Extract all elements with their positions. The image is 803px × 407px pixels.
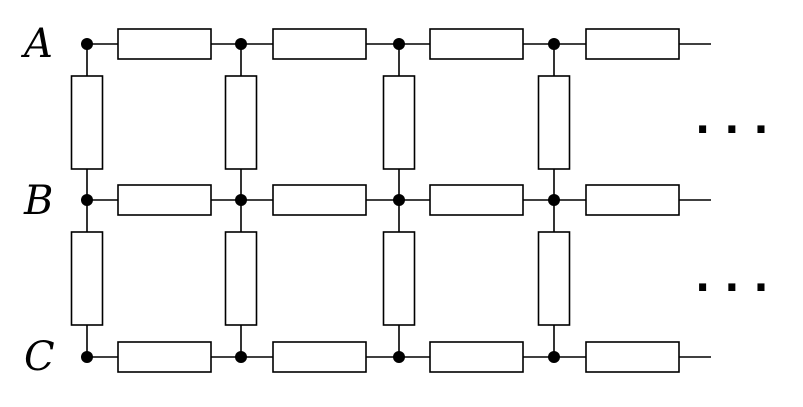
resistor-horizontal-r0-c3 bbox=[585, 28, 680, 60]
junction-node-r2-c2 bbox=[393, 351, 405, 363]
resistor-vertical-r0-c1 bbox=[224, 75, 258, 170]
resistor-vertical-r1-c1 bbox=[224, 231, 258, 326]
junction-node-r0-c3 bbox=[548, 38, 560, 50]
resistor-vertical-r1-c3 bbox=[537, 231, 571, 326]
resistor-horizontal-r0-c0 bbox=[117, 28, 212, 60]
continuation-ellipsis-top: ... bbox=[695, 97, 783, 143]
junction-node-r2-c3 bbox=[548, 351, 560, 363]
resistor-horizontal-r2-c1 bbox=[272, 341, 367, 373]
resistor-horizontal-r1-c3 bbox=[585, 184, 680, 216]
resistor-horizontal-r2-c2 bbox=[429, 341, 524, 373]
resistor-horizontal-r1-c1 bbox=[272, 184, 367, 216]
resistor-vertical-r0-c3 bbox=[537, 75, 571, 170]
junction-node-r1-c2 bbox=[393, 194, 405, 206]
junction-node-r2-c1 bbox=[235, 351, 247, 363]
junction-node-r1-c1 bbox=[235, 194, 247, 206]
continuation-ellipsis-bottom: ... bbox=[695, 255, 783, 301]
node-label-a: A bbox=[24, 21, 53, 67]
junction-node-r0-c2 bbox=[393, 38, 405, 50]
resistor-horizontal-r0-c2 bbox=[429, 28, 524, 60]
junction-node-r1-c3 bbox=[548, 194, 560, 206]
resistor-vertical-r1-c2 bbox=[382, 231, 416, 326]
resistor-vertical-r0-c2 bbox=[382, 75, 416, 170]
resistor-vertical-r1-c0 bbox=[70, 231, 104, 326]
junction-node-r0-c0 bbox=[81, 38, 93, 50]
resistor-vertical-r0-c0 bbox=[70, 75, 104, 170]
junction-node-r1-c0 bbox=[81, 194, 93, 206]
node-label-c: C bbox=[24, 334, 55, 380]
resistor-horizontal-r1-c2 bbox=[429, 184, 524, 216]
resistor-horizontal-r2-c3 bbox=[585, 341, 680, 373]
resistor-horizontal-r0-c1 bbox=[272, 28, 367, 60]
junction-node-r0-c1 bbox=[235, 38, 247, 50]
junction-node-r2-c0 bbox=[81, 351, 93, 363]
node-label-b: B bbox=[24, 178, 54, 224]
resistor-horizontal-r1-c0 bbox=[117, 184, 212, 216]
resistor-horizontal-r2-c0 bbox=[117, 341, 212, 373]
